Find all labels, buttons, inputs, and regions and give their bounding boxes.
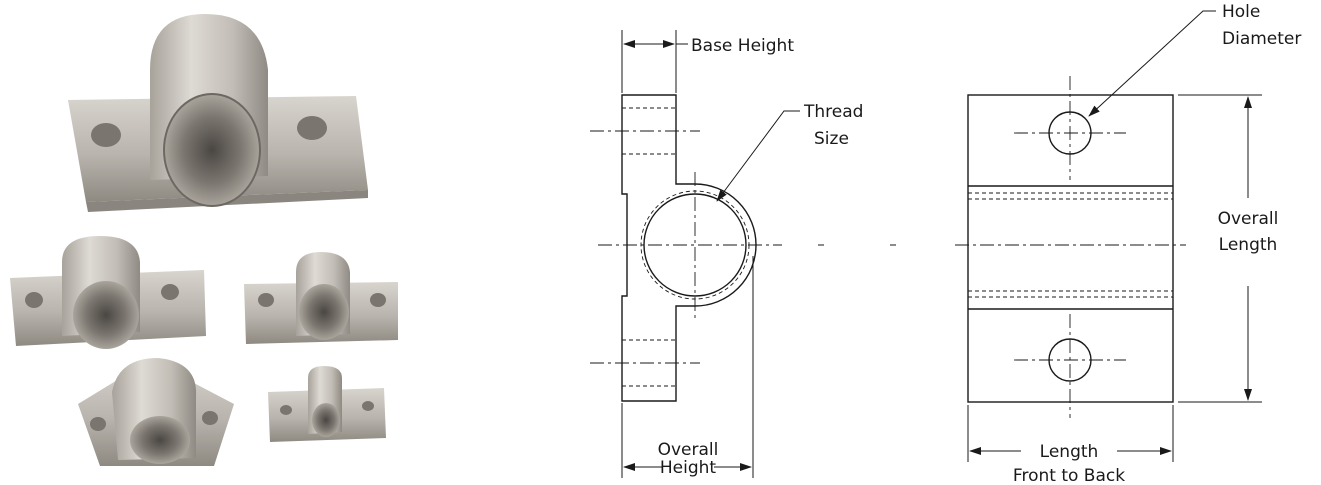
overall-length-label: Overall: [1218, 209, 1279, 229]
thread-size-label: Thread: [803, 102, 863, 122]
base-height-label: Base Height: [691, 36, 794, 56]
hole-diameter-label: Hole: [1222, 2, 1260, 22]
length-front-to-back-label: Length: [1040, 442, 1099, 462]
length-front-to-back-label-line2: Front to Back: [1013, 466, 1125, 485]
thread-size-label-line2: Size: [814, 129, 849, 149]
product-photo: [10, 14, 398, 466]
small-tapped-base-part: [244, 252, 398, 344]
front-view-drawing: [955, 10, 1262, 462]
triangular-tapped-base-part: [78, 358, 234, 466]
large-tapped-base-part: [68, 14, 368, 212]
overall-height-label-line2: Height: [660, 458, 717, 478]
medium-tapped-base-part: [10, 236, 206, 349]
overall-length-label-line2: Length: [1219, 235, 1278, 255]
overall-height-label: Overall: [658, 440, 719, 460]
mini-tapped-base-part: [268, 366, 386, 442]
side-view-drawing: [590, 30, 896, 478]
hole-diameter-label-line2: Diameter: [1222, 29, 1301, 49]
dimension-labels: Base Height Thread Size Hole Diameter Ov…: [658, 2, 1302, 485]
